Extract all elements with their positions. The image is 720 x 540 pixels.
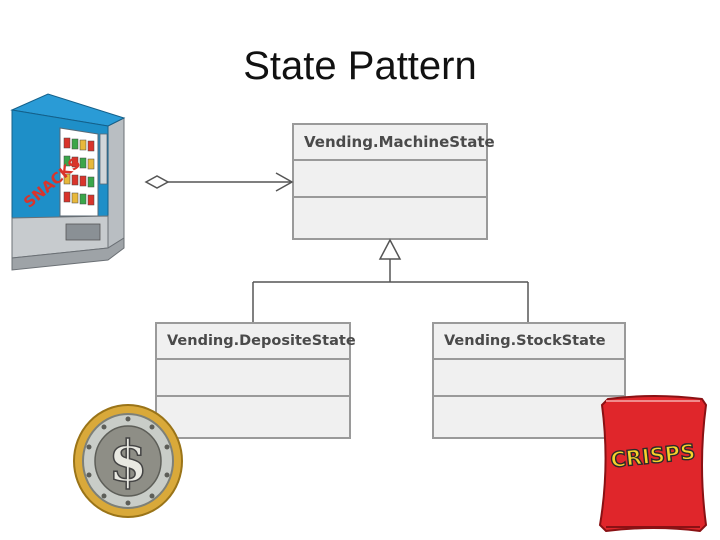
vending-deposite-state-class: Vending.DepositeState — [155, 322, 356, 439]
vending-stock-state-class: Vending.StockState — [432, 322, 626, 439]
class-attributes-compartment — [157, 360, 349, 397]
inheritance-triangle-icon — [378, 238, 402, 260]
dollar-coin-icon: $ — [73, 404, 183, 518]
vending-machine-icon: SNACKS — [10, 93, 126, 271]
class-attributes-compartment — [294, 161, 486, 198]
class-attributes-compartment — [434, 360, 624, 397]
dollar-symbol: $ — [109, 429, 148, 495]
arrow-head-icon — [275, 172, 294, 192]
crisps-bag-icon: CRISPS — [598, 395, 708, 533]
aggregation-connector — [144, 172, 294, 192]
class-name: Vending.StockState — [434, 324, 624, 360]
vending-machine-state-class: Vending.MachineState — [292, 123, 495, 240]
class-name: Vending.MachineState — [294, 125, 495, 161]
class-name: Vending.DepositeState — [157, 324, 356, 360]
inheritance-connector — [252, 238, 529, 322]
aggregation-diamond-icon — [144, 175, 170, 189]
slide-title: State Pattern — [243, 44, 477, 88]
